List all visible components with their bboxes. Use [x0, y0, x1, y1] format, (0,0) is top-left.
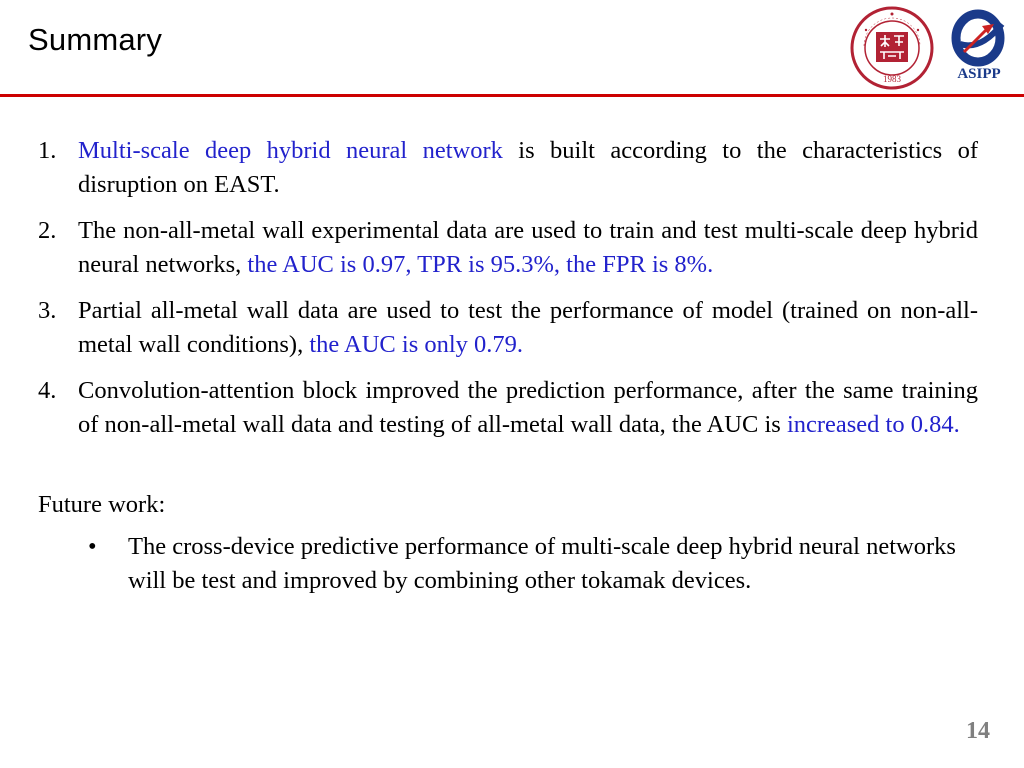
summary-item-1: 1. Multi-scale deep hybrid neural networ… — [38, 134, 978, 202]
summary-item-2: 2. The non-all-metal wall experimental d… — [38, 214, 978, 282]
item-text-highlight: the AUC is only 0.79. — [309, 331, 524, 358]
summary-item-3: 3. Partial all-metal wall data are used … — [38, 294, 978, 362]
bullet-icon: • — [88, 533, 97, 560]
future-work-heading: Future work: — [38, 491, 166, 518]
item-text: Convolution-attention block improved the… — [78, 377, 978, 438]
item-number: 2. — [38, 217, 57, 244]
item-number: 1. — [38, 137, 57, 164]
asipp-logo-icon — [951, 9, 1005, 67]
item-text-highlight: the AUC is 0.97, TPR is 95.3%, the FPR i… — [247, 251, 714, 278]
summary-item-4: 4. Convolution-attention block improved … — [38, 374, 978, 442]
item-text: is built according to the characteristic… — [78, 137, 978, 198]
item-number: 3. — [38, 297, 57, 324]
asipp-logo-label: ASIPP — [957, 66, 1001, 82]
item-text-highlight: Multi-scale deep hybrid neural network — [78, 137, 503, 164]
item-text: Partial all-metal wall data are used to … — [78, 297, 978, 358]
slide-title: Summary — [28, 22, 163, 57]
university-seal-icon — [850, 6, 934, 90]
summary-list: 1. Multi-scale deep hybrid neural networ… — [38, 134, 978, 442]
svg-text:1983: 1983 — [883, 74, 902, 84]
future-work-item: • The cross-device predictive performanc… — [38, 530, 978, 598]
seal-year-text: 1983 — [883, 74, 902, 84]
item-number: 4. — [38, 377, 57, 404]
page-number: 14 — [966, 718, 990, 744]
future-work-text: The cross-device predictive performance … — [128, 533, 956, 594]
header-rule — [0, 94, 1024, 97]
slide-content: 1. Multi-scale deep hybrid neural networ… — [38, 134, 978, 598]
item-text-highlight: increased to 0.84. — [786, 411, 960, 438]
slide-header: Summary 1983 ASIPP — [0, 0, 1024, 100]
item-text: The non-all-metal wall experimental data… — [78, 217, 978, 278]
